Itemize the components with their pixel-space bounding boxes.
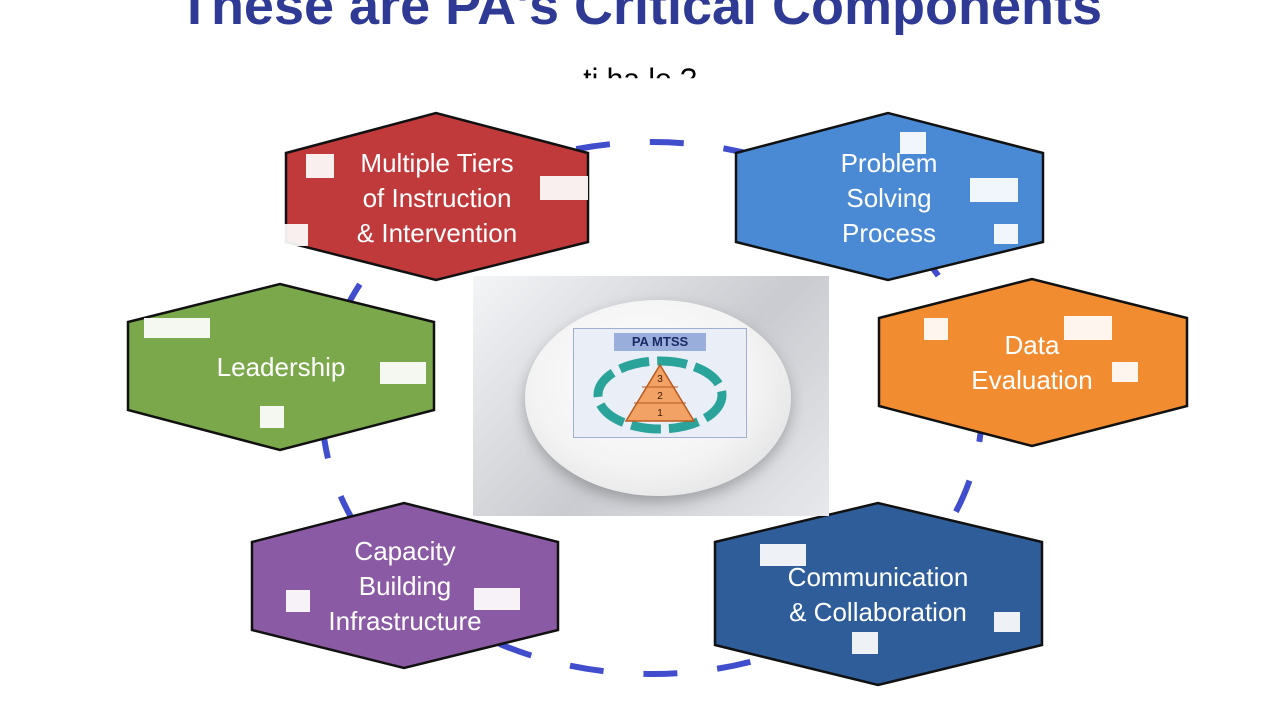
artifact-block — [994, 224, 1018, 244]
tier-1-label: 1 — [657, 408, 663, 419]
artifact-block — [380, 362, 426, 384]
artifact-block — [144, 318, 210, 338]
hex-label-line: & Collaboration — [789, 597, 967, 627]
hex-label-line: Evaluation — [971, 365, 1092, 395]
artifact-block — [1064, 316, 1112, 340]
hex-label-line: of Instruction — [363, 183, 512, 213]
artifact-block — [852, 632, 878, 654]
hex-label-line: Capacity — [354, 536, 455, 566]
hex-label-instruction: Multiple Tiers of Instruction & Interventi… — [357, 148, 517, 248]
pa-mtss-logo: PA MTSS 3 2 1 — [573, 328, 747, 438]
artifact-block — [284, 224, 308, 246]
hex-label-line: Leadership — [217, 352, 346, 382]
artifact-block — [306, 154, 334, 178]
hex-communication: Communication & Collaboration — [713, 501, 1044, 687]
hex-label-leadership: Leadership — [217, 352, 346, 382]
artifact-block — [994, 612, 1020, 632]
artifact-block — [260, 406, 284, 428]
tier-2-label: 2 — [657, 391, 663, 402]
logo-banner: PA MTSS — [614, 333, 706, 351]
slide-title: These are PA's Critical Components — [177, 0, 1103, 36]
hex-label-line: Communication — [788, 562, 969, 592]
slide-subtitle: ti ha le ? — [583, 63, 697, 96]
artifact-block — [924, 318, 948, 340]
hex-label-line: & Intervention — [357, 218, 517, 248]
hex-label-communication: Communication & Collaboration — [788, 562, 969, 627]
artifact-block — [760, 544, 806, 566]
hex-label-line: Infrastructure — [328, 606, 481, 636]
artifact-block — [900, 132, 926, 154]
logo-cycle-graphic: 3 2 1 — [593, 356, 727, 434]
artifact-block — [1138, 18, 1162, 38]
hex-instruction: Multiple Tiers of Instruction & Interventi… — [284, 111, 590, 282]
hex-label-line: Multiple Tiers — [360, 148, 513, 178]
artifact-block — [540, 176, 588, 200]
hex-label-line: Data — [1005, 330, 1060, 360]
hex-label-line: Solving — [846, 183, 931, 213]
artifact-block — [46, 18, 72, 38]
artifact-block — [286, 590, 310, 612]
hex-label-line: Building — [359, 571, 452, 601]
hex-label-line: Process — [842, 218, 936, 248]
tier-3-label: 3 — [657, 374, 663, 385]
artifact-block — [474, 588, 520, 610]
artifact-block — [1112, 362, 1138, 382]
center-image: PA MTSS 3 2 1 — [473, 276, 829, 516]
artifact-block — [970, 178, 1018, 202]
